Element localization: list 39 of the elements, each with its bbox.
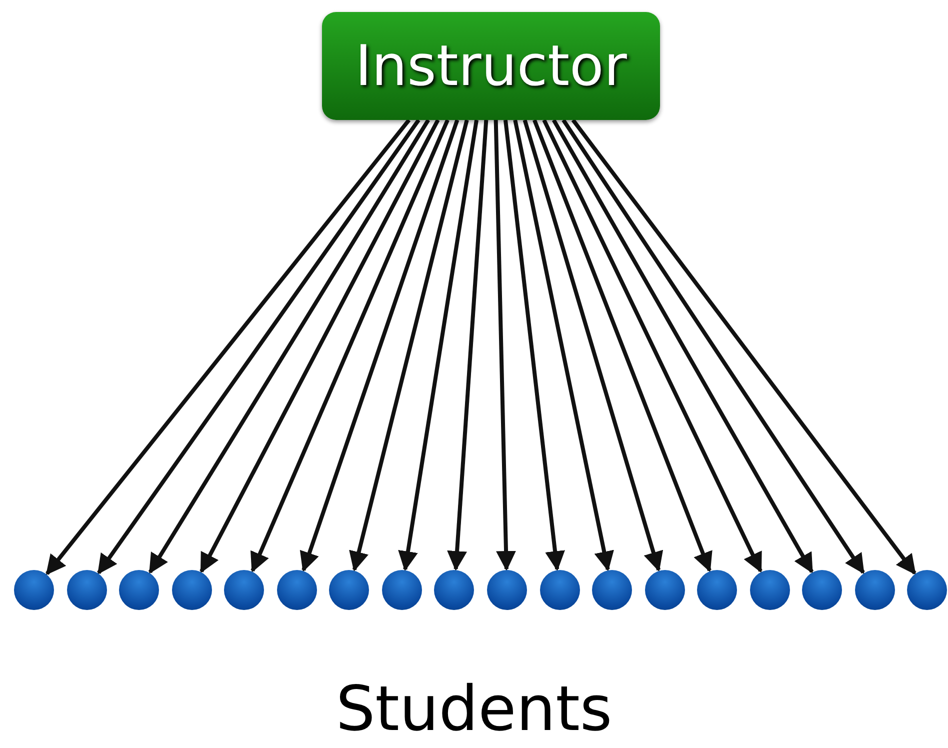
arrow [46,118,411,576]
student-circle [907,570,948,610]
instructor-box [322,12,660,120]
arrow [542,119,762,573]
student-circle [802,570,842,610]
arrow [571,118,916,575]
student-circle [486,570,527,610]
arrow [532,119,712,572]
node-label: Instructor [355,34,627,98]
arrow [562,118,865,574]
arrow [97,118,420,574]
arrow [250,119,450,573]
arrow [494,120,516,571]
arrow [300,119,460,572]
student-circle [540,570,580,610]
student-circle [382,570,422,610]
student-circle [750,570,790,610]
student-circle [329,570,370,610]
student-circle [434,570,474,610]
student-circle [14,570,54,610]
student-circle [592,570,632,610]
arrow [148,118,430,574]
arrow [552,119,814,574]
group-label: Students [336,672,612,745]
student-circle [697,570,738,610]
student-circle [224,570,264,610]
arrow [513,120,614,572]
student-circle [276,570,317,610]
student-circle [119,570,160,610]
arrow [349,120,469,572]
arrow [398,120,478,572]
student-circle [172,570,212,610]
student-circle [854,570,895,610]
student-circle [66,570,107,610]
arrow [200,119,440,574]
arrow [447,120,488,572]
arrow [503,120,565,572]
student-circle [644,570,685,610]
arrow [522,119,664,572]
